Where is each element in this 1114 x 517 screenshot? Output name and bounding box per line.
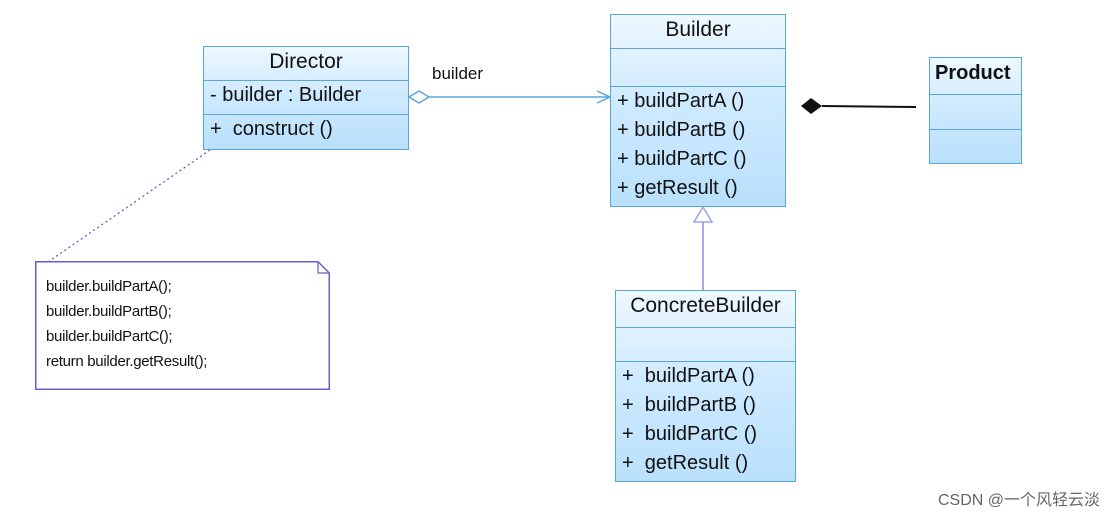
class-director[interactable]: Director - builder : Builder + construct… xyxy=(203,46,409,150)
composition-diamond xyxy=(801,98,822,114)
class-concrete-builder-name: ConcreteBuilder xyxy=(630,294,781,317)
composition-line xyxy=(821,105,917,108)
class-builder-methods: + buildPartA () + buildPartB () + buildP… xyxy=(611,87,785,203)
class-director-methods: + construct () xyxy=(204,115,408,144)
association-label: builder xyxy=(432,64,484,83)
class-builder-attributes xyxy=(611,49,785,87)
class-concrete-builder-name-compartment: ConcreteBuilder xyxy=(616,291,795,328)
class-builder-name: Builder xyxy=(665,18,731,41)
class-director-attributes: - builder : Builder xyxy=(204,81,408,115)
note-line: builder.buildPartC(); xyxy=(46,328,173,345)
class-concrete-builder-method: + buildPartB () xyxy=(622,394,756,416)
class-builder-method: + buildPartB () xyxy=(617,119,746,141)
class-product-name-compartment: Product xyxy=(930,58,1021,95)
note-line: builder.buildPartB(); xyxy=(46,303,172,320)
class-concrete-builder-method: + buildPartC () xyxy=(622,423,758,445)
class-product[interactable]: Product xyxy=(929,57,1022,164)
class-director-method: + construct () xyxy=(210,118,333,140)
class-concrete-builder-attributes xyxy=(616,328,795,362)
note-shape xyxy=(35,261,330,390)
note-anchor-line xyxy=(47,149,211,263)
class-product-name: Product xyxy=(935,62,1011,84)
class-builder-method: + buildPartC () xyxy=(617,148,747,170)
class-director-name: Director xyxy=(269,50,343,73)
watermark: CSDN @一个风轻云淡 xyxy=(937,492,1100,509)
note-line: builder.buildPartA(); xyxy=(46,278,172,295)
class-concrete-builder-methods: + buildPartA () + buildPartB () + buildP… xyxy=(616,362,795,478)
aggregation-diamond xyxy=(407,90,431,104)
generalization-triangle xyxy=(692,205,714,223)
class-concrete-builder-method: + buildPartA () xyxy=(622,365,755,387)
class-director-attribute: - builder : Builder xyxy=(210,84,362,106)
class-director-name-compartment: Director xyxy=(204,47,408,81)
class-concrete-builder[interactable]: ConcreteBuilder + buildPartA () + buildP… xyxy=(615,290,796,482)
class-product-attributes xyxy=(930,95,1021,130)
class-builder[interactable]: Builder + buildPartA () + buildPartB () … xyxy=(610,14,786,207)
class-builder-name-compartment: Builder xyxy=(611,15,785,49)
uml-note[interactable]: builder.buildPartA(); builder.buildPartB… xyxy=(35,261,330,390)
note-text: builder.buildPartA(); builder.buildPartB… xyxy=(46,274,207,374)
class-builder-method: + getResult () xyxy=(617,177,738,199)
class-concrete-builder-method: + getResult () xyxy=(622,452,749,474)
class-builder-method: + buildPartA () xyxy=(617,90,745,112)
note-line: return builder.getResult(); xyxy=(46,353,208,370)
